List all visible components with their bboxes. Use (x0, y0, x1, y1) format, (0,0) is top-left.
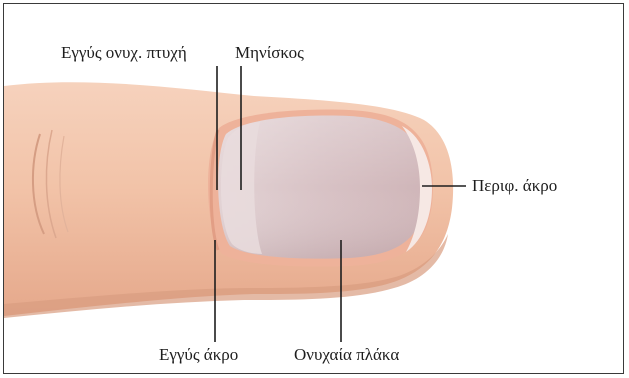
label-nail-plate: Ονυχαία πλάκα (294, 346, 399, 363)
diagram-frame: Εγγύς ονυχ. πτυχή Μηνίσκος Περιφ. άκρο Ε… (3, 3, 624, 374)
label-proximal-edge: Εγγύς άκρο (159, 346, 238, 363)
label-lunula: Μηνίσκος (235, 44, 304, 61)
label-proximal-nail-fold: Εγγύς ονυχ. πτυχή (61, 44, 187, 61)
label-distal-edge: Περιφ. άκρο (472, 177, 557, 194)
